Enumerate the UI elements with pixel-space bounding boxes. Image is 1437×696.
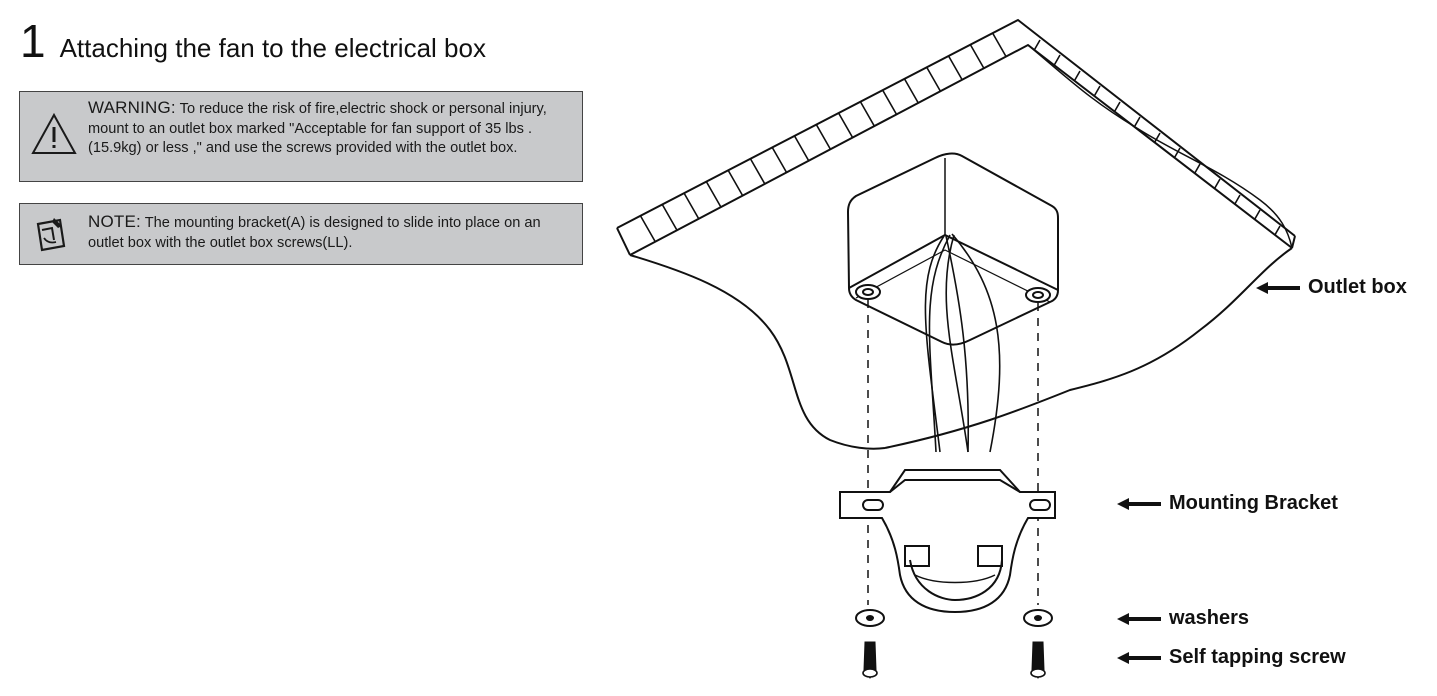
warning-label: WARNING:: [88, 98, 176, 117]
fan-installation-illustration: [616, 18, 1296, 679]
outlet-box-label: Outlet box: [1256, 276, 1407, 299]
warning-triangle-icon: [30, 112, 82, 161]
note-text: NOTE: The mounting bracket(A) is designe…: [88, 212, 572, 253]
washers-drawing: [855, 609, 1053, 627]
note-box: NOTE: The mounting bracket(A) is designe…: [19, 203, 583, 265]
outlet-box-wires: [924, 233, 1001, 453]
step-header: 1 Attaching the fan to the electrical bo…: [20, 18, 486, 64]
note-body: The mounting bracket(A) is designed to s…: [88, 215, 541, 251]
arrow-left-icon: [1117, 612, 1161, 625]
screw-label: Self tapping screw: [1117, 646, 1346, 669]
warning-body: To reduce the risk of fire,electric shoc…: [88, 101, 547, 156]
washers-label-text: washers: [1169, 607, 1250, 629]
arrow-left-icon: [1256, 281, 1300, 294]
warning-text: WARNING: To reduce the risk of fire,elec…: [88, 98, 572, 159]
mounting-bracket-label-text: Mounting Bracket: [1169, 492, 1338, 514]
step-number: 1: [20, 15, 46, 67]
warning-box: WARNING: To reduce the risk of fire,elec…: [19, 91, 583, 182]
note-label: NOTE:: [88, 212, 141, 231]
arrow-left-icon: [1117, 497, 1161, 510]
mounting-bracket-drawing: [839, 469, 1056, 614]
step-title: Attaching the fan to the electrical box: [59, 33, 486, 63]
outlet-box-drawing: [846, 152, 1059, 346]
arrow-left-icon: [1117, 651, 1161, 664]
washers-label: washers: [1117, 607, 1249, 630]
screws-drawing: [862, 641, 1046, 679]
screw-guide-lines: [867, 300, 1039, 605]
screw-label-text: Self tapping screw: [1169, 646, 1346, 668]
note-pad-icon: [30, 214, 82, 259]
outlet-box-label-text: Outlet box: [1308, 276, 1407, 298]
mounting-bracket-label: Mounting Bracket: [1117, 492, 1338, 515]
